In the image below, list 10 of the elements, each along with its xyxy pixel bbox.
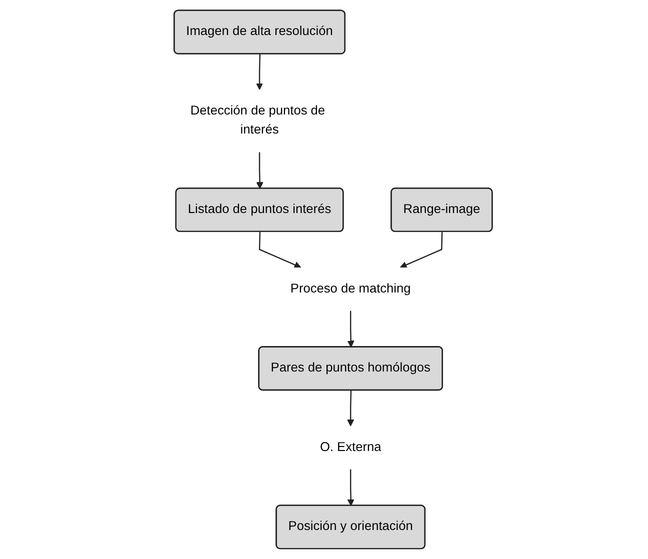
arrow — [348, 310, 355, 348]
arrow — [348, 469, 355, 506]
node-text: O. Externa — [320, 440, 382, 454]
arrow — [400, 232, 443, 268]
arrow — [256, 152, 264, 189]
node-text: Proceso de matching — [290, 282, 411, 296]
arrow — [347, 390, 354, 426]
arrow — [259, 232, 302, 268]
node-text: Detección de puntos de interés — [190, 104, 326, 137]
arrow — [256, 54, 264, 90]
